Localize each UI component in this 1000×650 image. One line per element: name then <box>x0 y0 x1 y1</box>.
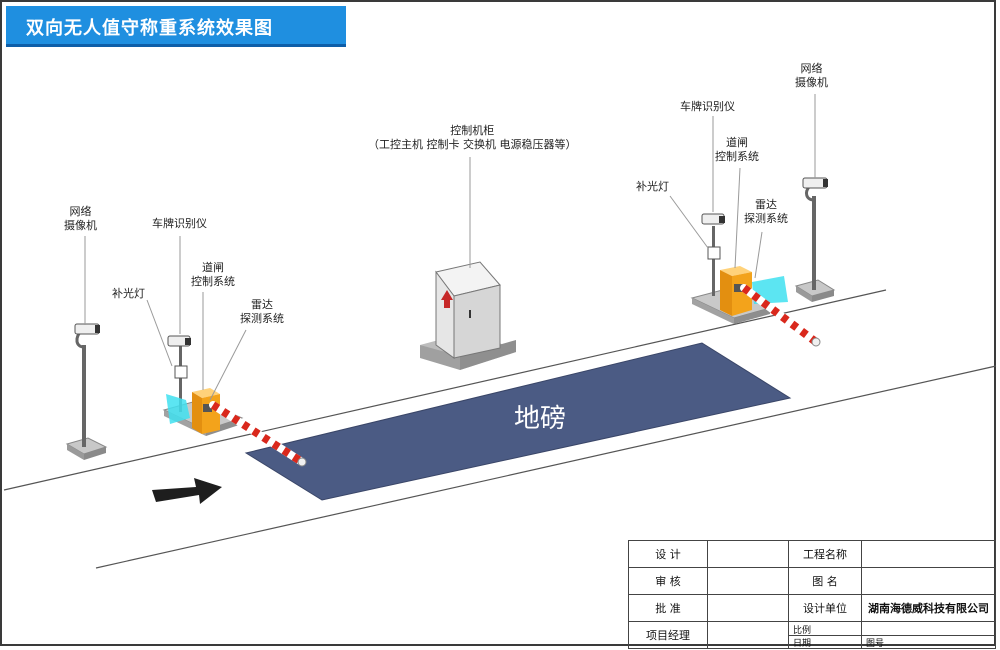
right-leader-lines <box>669 94 816 279</box>
control-cabinet <box>420 261 516 370</box>
left-fill-light-label: 补光灯 <box>112 287 145 300</box>
page-title: 双向无人值守称重系统效果图 <box>26 18 273 39</box>
pm-label: 项目经理 <box>628 621 708 649</box>
right-fill-light-label: 补光灯 <box>636 180 669 193</box>
road-edge-bottom <box>95 365 997 569</box>
left-camera-label: 网络摄像机 <box>64 205 97 232</box>
ratio-label: 比例 <box>789 623 861 636</box>
cabinet-label: 控制机柜（工控主机 控制卡 交换机 电源稳压器等） <box>368 124 577 151</box>
right-radar-label: 雷达探测系统 <box>744 198 788 225</box>
left-gate-platform <box>162 335 307 467</box>
drawing-no-label: 图号 <box>866 638 885 649</box>
road-edge-top <box>3 289 887 491</box>
left-radar-label: 雷达探测系统 <box>240 298 284 325</box>
right-camera-label: 网络摄像机 <box>795 62 828 89</box>
left-gate-label: 道闸控制系统 <box>191 261 235 288</box>
design-unit-label: 设计单位 <box>788 594 862 622</box>
left-camera-pole <box>65 323 108 460</box>
project-name-label: 工程名称 <box>788 540 862 568</box>
scale-label: 地磅 <box>514 404 567 434</box>
left-lpr-label: 车牌识别仪 <box>152 217 207 230</box>
drawing-name-label: 图 名 <box>788 567 862 595</box>
approve-label: 批 准 <box>628 594 708 622</box>
title-banner: 双向无人值守称重系统效果图 <box>6 6 346 47</box>
cabinet-logo-icon <box>441 290 453 308</box>
title-block: 设 计 工程名称 审 核 图 名 批 准 设计单位 湖南海德威科技有限公司 项目… <box>628 540 996 649</box>
right-lpr-label: 车牌识别仪 <box>680 100 735 113</box>
date-label: 日期 <box>793 638 812 649</box>
right-camera-pole <box>794 177 836 302</box>
company-name: 湖南海德威科技有限公司 <box>861 594 996 622</box>
design-label: 设 计 <box>628 540 708 568</box>
right-gate-platform <box>690 213 821 347</box>
direction-arrow <box>152 478 222 504</box>
left-leader-lines <box>84 236 247 401</box>
review-label: 审 核 <box>628 567 708 595</box>
scale-platform <box>244 342 792 501</box>
right-gate-label: 道闸控制系统 <box>715 136 759 163</box>
